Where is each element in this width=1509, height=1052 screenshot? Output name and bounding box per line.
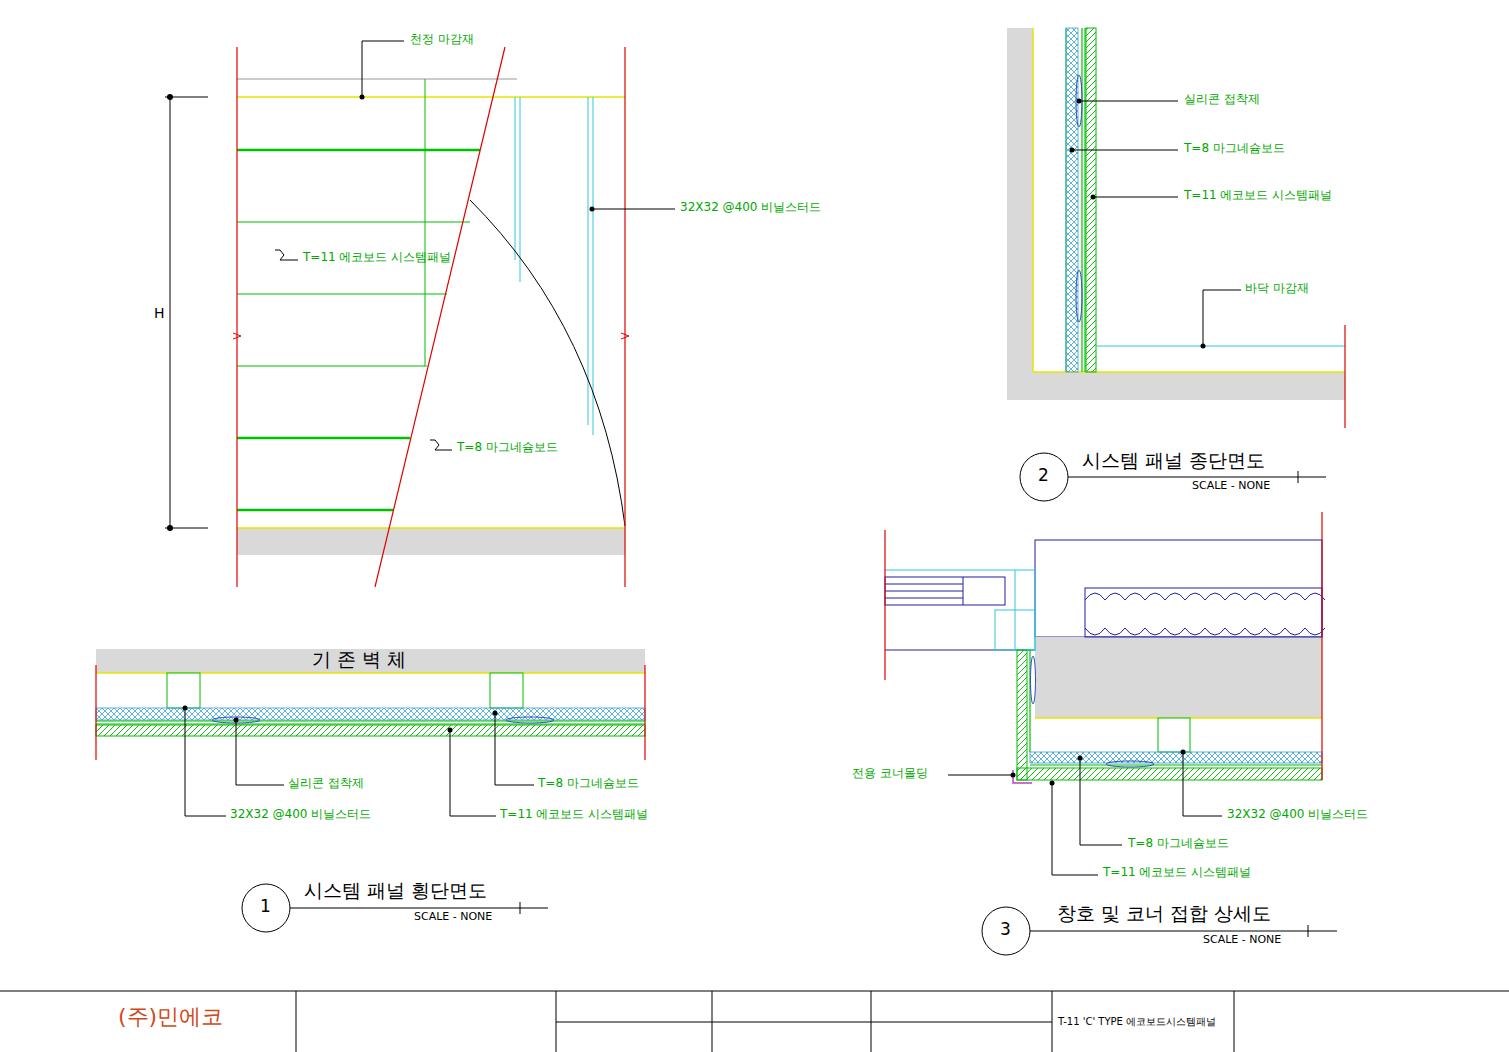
annotation-label: T=8 마그네슘보드 [457, 441, 558, 455]
cross-section-view [96, 649, 645, 932]
dimension-label: H [154, 305, 165, 321]
drawing-title: T-11 'C' TYPE 에코보드시스템패널 [1058, 1016, 1216, 1028]
annotation-label: 전용 코너몰딩 [852, 767, 928, 781]
annotation-label: 천정 마감재 [410, 33, 474, 47]
longitudinal-section-view [1007, 28, 1345, 501]
elevation-view [165, 41, 675, 587]
annotation-label: T=8 마그네슘보드 [538, 777, 639, 791]
annotation-label: T=11 에코보드 시스템패널 [1184, 189, 1332, 203]
annotation-label: 32X32 @400 비닐스터드 [680, 201, 821, 215]
annotation-label: 바닥 마감재 [1245, 282, 1309, 296]
view-title: 시스템 패널 종단면도 [1082, 450, 1265, 472]
wall-label: 기 존 벽 체 [312, 649, 406, 671]
view-title: 창호 및 코너 접합 상세도 [1057, 903, 1271, 925]
corner-detail-view [885, 512, 1337, 955]
scale-label: SCALE - NONE [414, 911, 492, 924]
annotation-label: T=11 에코보드 시스템패널 [303, 251, 451, 265]
callout-number: 2 [1038, 466, 1049, 486]
company-name: (주)민에코 [118, 1004, 223, 1029]
annotation-label: T=8 마그네슘보드 [1184, 142, 1285, 156]
scale-label: SCALE - NONE [1192, 480, 1270, 493]
callout-number: 1 [260, 897, 271, 917]
callout-number: 3 [1000, 920, 1011, 940]
annotation-label: 32X32 @400 비닐스터드 [1227, 808, 1368, 822]
annotation-label: T=8 마그네슘보드 [1128, 837, 1229, 851]
view-title: 시스템 패널 횡단면도 [304, 880, 487, 902]
annotation-label: T=11 에코보드 시스템패널 [500, 808, 648, 822]
annotation-label: 실리콘 접착제 [1184, 93, 1260, 107]
title-block [0, 991, 1509, 1052]
annotation-label: 32X32 @400 비닐스터드 [230, 808, 371, 822]
annotation-label: T=11 에코보드 시스템패널 [1103, 866, 1251, 880]
annotation-label: 실리콘 접착제 [288, 777, 364, 791]
scale-label: SCALE - NONE [1203, 934, 1281, 947]
